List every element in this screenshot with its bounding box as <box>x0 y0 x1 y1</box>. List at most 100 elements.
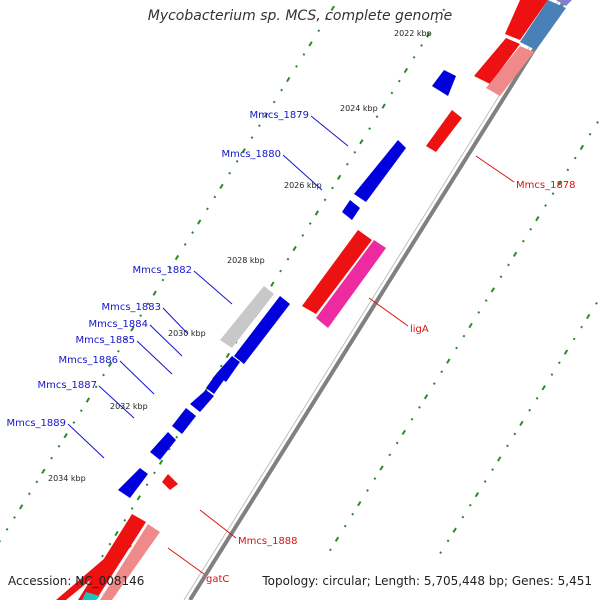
gc-dot <box>228 171 232 175</box>
gc-dot <box>57 444 61 448</box>
gc-dot <box>130 507 134 510</box>
gc-dot <box>390 91 394 95</box>
gc-dot <box>18 504 24 510</box>
gc-dot <box>395 441 399 445</box>
gc-dot <box>41 468 46 474</box>
gc-dot <box>152 290 157 296</box>
gc-dot <box>491 468 494 471</box>
gc-dot <box>557 180 562 186</box>
gc-dot <box>85 397 91 403</box>
gc-dot <box>573 156 577 160</box>
gc-dot <box>442 8 446 12</box>
gc-dot <box>139 314 143 318</box>
gc-dot <box>50 456 53 460</box>
gc-dot <box>412 55 416 59</box>
gc-dot <box>366 489 369 492</box>
gc-dot <box>197 219 202 225</box>
right-gene-labels: Mmcs_1878 ligA Mmcs_1888 gatC <box>167 155 576 585</box>
topology-text: Topology: circular; Length: 5,705,448 bp… <box>262 574 592 588</box>
gene-label: ligA <box>410 324 429 335</box>
feature-purple-top <box>556 0 572 6</box>
gc-dot <box>439 551 443 555</box>
gc-dot <box>314 210 320 216</box>
gc-dot <box>286 257 290 261</box>
gc-dot <box>535 216 540 222</box>
cds-blue-1882 <box>234 296 290 364</box>
gc-dot <box>588 132 592 136</box>
gc-dot <box>462 334 466 338</box>
tick-label: 2026 kbp <box>284 181 322 190</box>
gc-dot <box>580 325 583 329</box>
gc-dot <box>279 269 282 273</box>
gc-dot <box>308 41 313 47</box>
gc-dot <box>381 103 386 109</box>
gc-dot <box>544 204 547 207</box>
gc-dot <box>550 373 554 376</box>
gc-dot <box>295 64 298 68</box>
feature-pink-top <box>486 46 534 96</box>
gc-dot <box>432 382 436 385</box>
gc-dot <box>225 352 231 359</box>
gc-dot <box>423 394 429 400</box>
gc-dot <box>183 243 187 246</box>
gc-dot <box>551 192 555 196</box>
gc-dot <box>468 503 472 507</box>
gene-label: Mmcs_1887 <box>37 380 97 391</box>
gc-dot <box>27 492 31 496</box>
cds-blue-1887 <box>150 432 176 460</box>
gc-dot <box>130 326 135 332</box>
gc-dot <box>357 500 362 507</box>
gc-dot <box>317 29 321 33</box>
cds-blue-1883 <box>216 356 240 382</box>
cds-red-bottom <box>56 540 132 600</box>
gc-dot <box>146 302 150 306</box>
tick-label: 2032 kbp <box>110 402 148 411</box>
gc-dot <box>329 548 332 552</box>
gc-dot <box>388 453 392 457</box>
gc-dot <box>35 480 39 484</box>
gc-dot <box>292 245 297 252</box>
cds-blue-1 <box>432 70 456 96</box>
gc-dot <box>375 115 379 119</box>
cds-blue-1880 <box>342 200 360 220</box>
gc-dot <box>541 385 546 391</box>
gc-dot <box>153 471 156 475</box>
gc-dot <box>168 266 172 270</box>
gc-dot <box>595 301 598 305</box>
gc-dot <box>586 313 591 320</box>
gc-dot <box>235 159 239 163</box>
gc-dot <box>124 338 128 341</box>
gc-dot <box>446 358 451 364</box>
gc-dot <box>418 405 421 409</box>
tick-label: 2022 kbp <box>394 29 432 38</box>
gc-dot <box>529 227 533 231</box>
gc-dot <box>507 263 510 267</box>
gc-dot <box>108 361 113 368</box>
gc-dot <box>403 67 409 74</box>
gc-dot <box>512 251 518 257</box>
gc-dot <box>158 459 164 465</box>
gc-dot <box>257 124 261 128</box>
gc-dot <box>136 495 141 501</box>
tick-label: 2034 kbp <box>48 474 86 483</box>
gene-label: Mmcs_1879 <box>249 110 309 121</box>
gc-dot <box>410 417 414 421</box>
cds-blue-1886 <box>172 408 196 434</box>
gc-dot <box>63 433 68 439</box>
feature-red-top <box>505 0 548 40</box>
gc-dot <box>535 396 539 400</box>
gc-dot <box>336 174 342 180</box>
gc-dot <box>379 465 384 471</box>
gc-dot <box>323 198 327 202</box>
gc-dot <box>477 311 481 314</box>
gc-dot <box>123 518 127 522</box>
gc-dot <box>270 281 275 287</box>
gc-dot <box>440 370 444 374</box>
gc-dot <box>506 444 509 448</box>
gc-dot <box>286 76 291 83</box>
gc-dot <box>397 79 401 83</box>
cds-pink-gatC <box>100 524 160 600</box>
gc-dot <box>455 346 458 350</box>
gc-dot <box>302 53 306 56</box>
gc-dot <box>219 183 224 189</box>
